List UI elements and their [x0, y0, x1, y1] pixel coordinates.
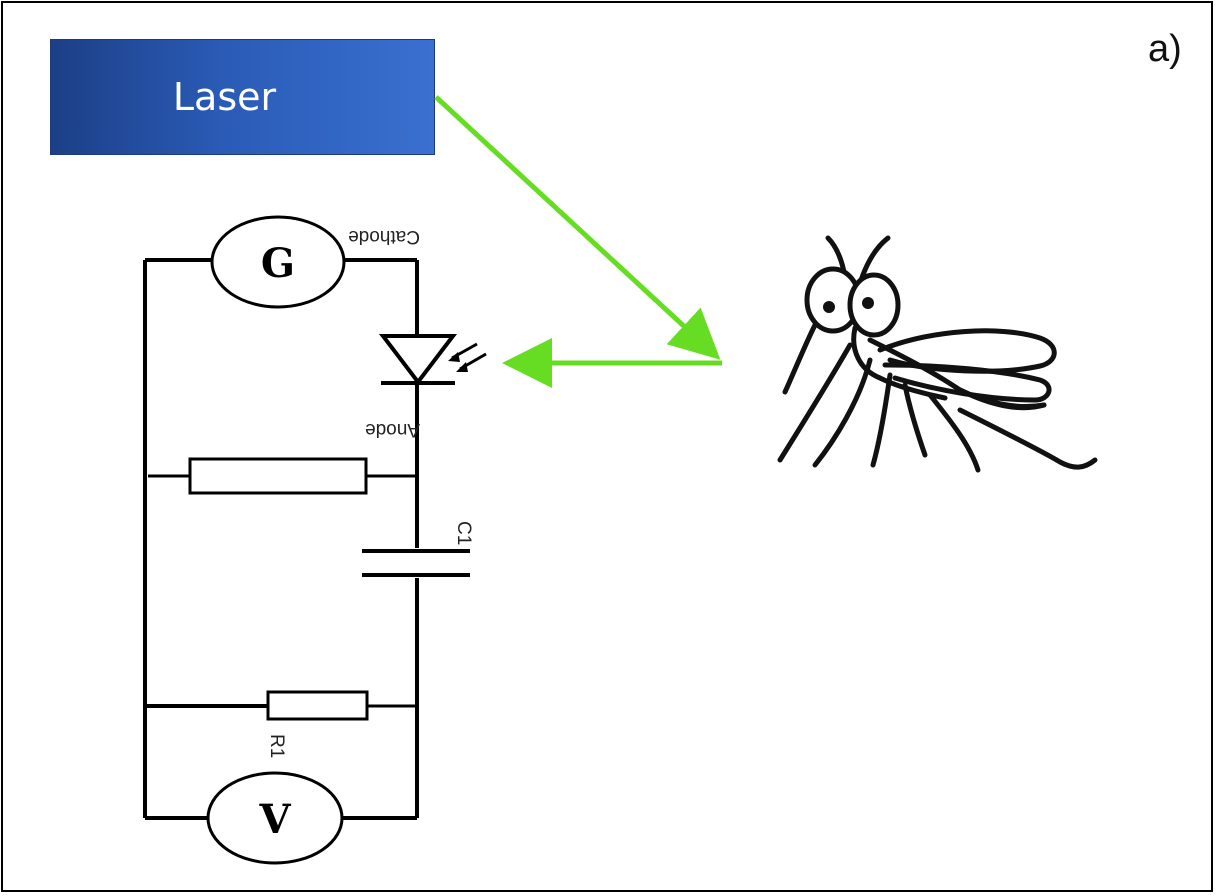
capacitor-c1	[362, 549, 470, 577]
galvanometer-symbol: G	[261, 240, 295, 287]
resistor	[188, 457, 368, 495]
laser-source: Laser	[50, 39, 435, 155]
photodiode-icon	[378, 334, 487, 386]
resistor-r1	[266, 690, 369, 721]
mosquito-icon	[777, 235, 1098, 473]
voltmeter: V	[206, 771, 344, 865]
resistor-label: R1	[266, 734, 287, 758]
voltmeter-symbol: V	[258, 796, 291, 843]
anode-label: Anode	[365, 419, 420, 440]
capacitor-label: C1	[453, 521, 474, 545]
cathode-label: Cathode	[348, 226, 420, 247]
laser-label: Laser	[172, 75, 277, 119]
circuit-wires	[143, 258, 419, 820]
laser-beam-arrow	[434, 95, 722, 388]
galvanometer: G	[210, 215, 346, 309]
panel-label: a)	[1148, 28, 1182, 70]
